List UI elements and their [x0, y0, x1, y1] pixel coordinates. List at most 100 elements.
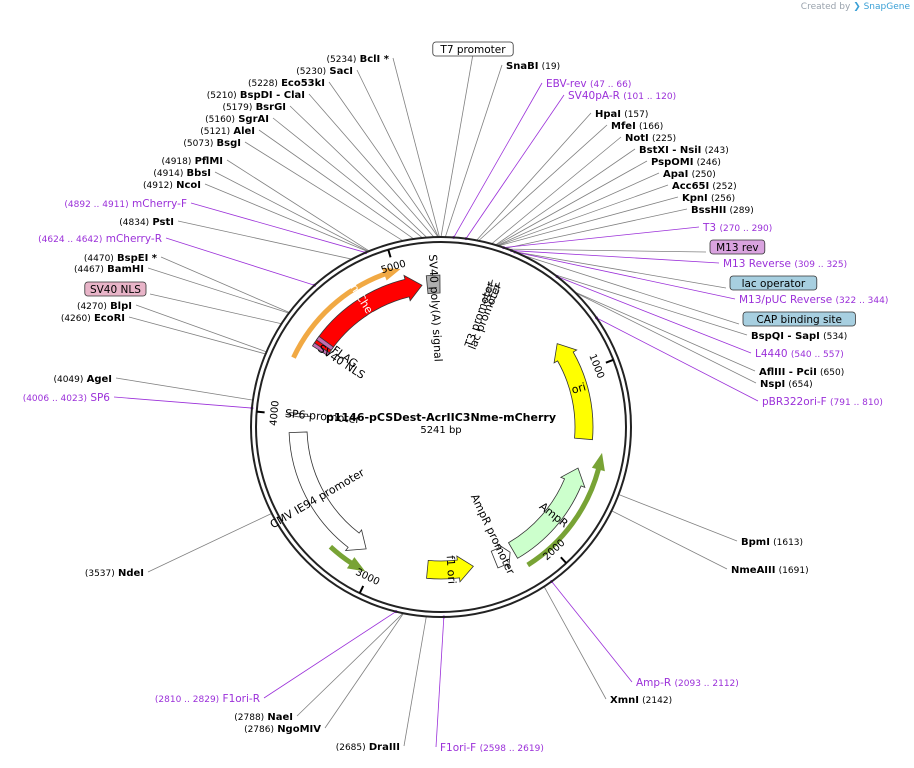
site-text-f1ori-f: F1ori-F (2598 .. 2619) [440, 742, 544, 754]
leader-line-lac-operator [514, 251, 727, 289]
site-text-bstxi-nsii: BstXI - NsiI (243) [639, 145, 729, 156]
site-label-bbsi: (4914) BbsI [153, 168, 211, 179]
site-name-ecori: EcoRI [94, 313, 125, 324]
feature-arrow-cmv-ie94-promoter [288, 431, 367, 551]
site-label-sv40-nls: SV40 NLS [84, 281, 147, 297]
site-name-noti: NotI [625, 133, 649, 144]
leader-line-afliii-pcii [574, 291, 756, 372]
site-label-apai: ApaI (250) [663, 169, 716, 180]
site-text-eco53ki: (5228) Eco53kI [248, 78, 325, 89]
leader-line-bpmi [618, 494, 738, 542]
leader-line-bsshii [505, 208, 688, 249]
site-position-mcherry-f: (4892 .. 4911) [64, 200, 128, 210]
site-position-pbr322ori-f: (791 .. 810) [830, 398, 883, 408]
site-text-bspqi-sapi: BspQI - SapI (534) [751, 331, 847, 342]
site-name-bcli: BclI * [360, 54, 390, 65]
site-box-lac-operator [729, 275, 818, 291]
leader-line-ebv-rev [453, 82, 543, 238]
site-text-nmeaiii: NmeAIII (1691) [731, 565, 809, 576]
site-label-f1ori-f: F1ori-F (2598 .. 2619) [440, 742, 544, 754]
site-text-bsgi: (5073) BsgI [183, 138, 241, 149]
site-position-mfei: (166) [639, 122, 663, 132]
site-position-mcherry-r: (4624 .. 4642) [38, 235, 102, 245]
feature-arrow-ampr [507, 467, 586, 559]
site-label-eco53ki: (5228) Eco53kI [248, 78, 325, 89]
site-name-bspdi-clai: BspDI - ClaI [240, 90, 305, 101]
credit-prefix: Created by [800, 2, 851, 12]
feature-ori: ori [553, 343, 594, 441]
site-text-bpmi: BpmI (1613) [741, 537, 803, 548]
site-text-bspdi-clai: (5210) BspDI - ClaI [207, 90, 305, 101]
site-label-bsgi: (5073) BsgI [183, 138, 241, 149]
site-text-apai: ApaI (250) [663, 169, 716, 180]
leader-line-saci [356, 69, 439, 238]
site-position-bsgi: (5073) [183, 139, 213, 149]
site-text-saci: (5230) SacI [296, 66, 353, 77]
site-text-hpai: HpaI (157) [595, 109, 648, 120]
site-label-t3: T3 (270 .. 290) [702, 222, 772, 234]
site-name-l4440: L4440 [755, 348, 788, 360]
site-position-noti: (225) [652, 134, 676, 144]
site-label-naei: (2788) NaeI [234, 712, 293, 723]
orf-arrows [291, 267, 605, 572]
plasmid-size: 5241 bp [420, 425, 461, 436]
site-text-draiii: (2685) DraIII [336, 742, 400, 753]
leader-line-nspi [574, 292, 757, 384]
site-label-mfei: MfeI (166) [611, 121, 663, 132]
leader-line-sp6 [113, 396, 252, 409]
leader-line-t3 [503, 226, 700, 249]
leader-line-m13-rev [507, 248, 707, 253]
site-position-nspi: (654) [788, 380, 812, 390]
site-position-ecori: (4260) [61, 314, 91, 324]
site-name-f1ori-f: F1ori-F [440, 742, 476, 754]
site-label-sgrai: (5160) SgrAI [205, 114, 269, 125]
site-text-m13-reverse: M13 Reverse (309 .. 325) [723, 258, 847, 270]
snapgene-logo: ❯ SnapGene [853, 2, 910, 12]
site-text-ngomiv: (2786) NgoMIV [244, 724, 321, 735]
site-label-amp-r: Amp-R (2093 .. 2112) [636, 677, 739, 689]
site-position-psti: (4834) [119, 218, 149, 228]
site-position-kpni: (256) [711, 194, 735, 204]
site-text-ncoi: (4912) NcoI [143, 180, 201, 191]
leader-line-pflmi [226, 159, 370, 252]
feature-mcherry: mCherry [313, 274, 423, 354]
site-name-eco53ki: Eco53kI [281, 78, 325, 89]
backbone-outer-circle [250, 236, 632, 618]
site-name-bstxi-nsii: BstXI - NsiI [639, 145, 701, 156]
orf-arrow-1 [291, 267, 401, 359]
leader-line-amp-r [551, 581, 633, 683]
site-position-naei: (2788) [234, 713, 264, 723]
site-text-sp6: (4006 .. 4023) SP6 [23, 392, 111, 404]
feature-sp6-promoter: SP6 promoter [284, 407, 360, 426]
site-label-mcherry-r: (4624 .. 4642) mCherry-R [38, 233, 162, 245]
site-position-bsrgi: (5179) [222, 103, 252, 113]
site-position-sgrai: (5160) [205, 115, 235, 125]
site-name-naei: NaeI [267, 712, 293, 723]
site-label-kpni: KpnI (256) [682, 193, 735, 204]
feature-ampr-promoter: AmpR promoter [468, 492, 518, 577]
leader-line-bcli [392, 57, 440, 238]
leader-line-bbsi [214, 171, 369, 252]
site-text-afliii-pcii: AflIII - PciI (650) [759, 367, 844, 378]
site-label-l4440: L4440 (540 .. 557) [755, 348, 844, 360]
site-text-ebv-rev: EBV-rev (47 .. 66) [546, 78, 631, 90]
leader-line-m13-puc-reverse [514, 251, 736, 300]
site-position-ndei: (3537) [85, 569, 115, 579]
site-label-ngomiv: (2786) NgoMIV [244, 724, 321, 735]
site-label-m13-rev: M13 rev [709, 239, 766, 255]
site-position-blpi: (4270) [77, 302, 107, 312]
site-text-psti: (4834) PstI [119, 217, 174, 228]
site-text-kpni: KpnI (256) [682, 193, 735, 204]
site-label-pspomi: PspOMI (246) [651, 157, 721, 168]
site-label-draiii: (2685) DraIII [336, 742, 400, 753]
site-position-pspomi: (246) [697, 158, 721, 168]
site-position-bpmi: (1613) [773, 538, 803, 548]
site-position-pflmi: (4918) [161, 157, 191, 167]
leader-line-cap-binding-site [520, 254, 740, 325]
site-name-saci: SacI [329, 66, 353, 77]
leader-line-l4440 [556, 276, 752, 354]
site-name-afliii-pcii: AflIII - PciI [759, 367, 817, 378]
site-box-m13-rev [709, 239, 766, 255]
site-position-snabi: (19) [542, 62, 560, 72]
site-label-pbr322ori-f: pBR322ori-F (791 .. 810) [762, 396, 883, 408]
